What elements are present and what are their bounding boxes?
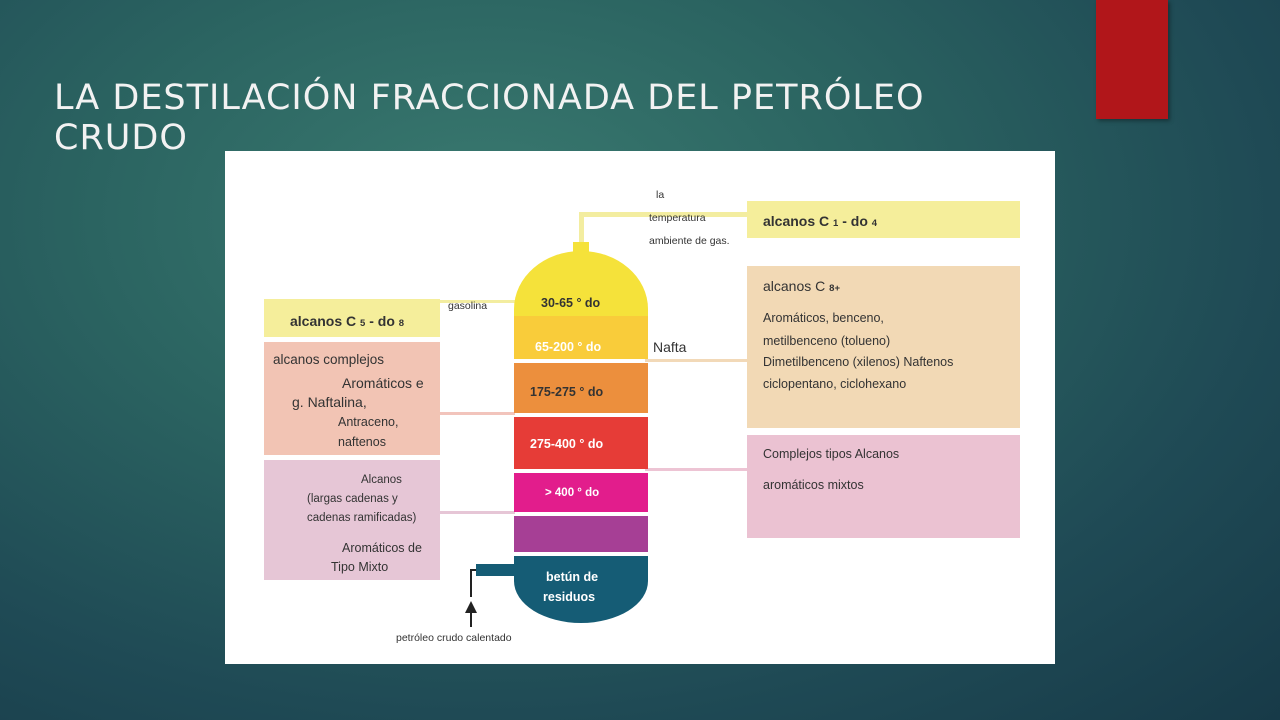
gasolina-label: gasolina <box>448 300 488 312</box>
band-label-2: 65-200 ° do <box>535 340 602 354</box>
left-mid-line-4: Antraceno, <box>338 415 399 429</box>
left-bottom-connector <box>440 511 515 514</box>
left-bottom-box <box>264 460 440 580</box>
right-mid-line-2: metilbenceno (tolueno) <box>763 334 891 348</box>
band-label-1: 30-65 ° do <box>541 296 601 310</box>
left-top-sub2: 8 <box>398 318 405 329</box>
inlet-label: petróleo crudo calentado <box>396 632 512 644</box>
accent-bar <box>1096 0 1168 119</box>
right-top-sub2: 4 <box>871 218 878 229</box>
gasolina-connector <box>440 300 515 303</box>
inlet-arrow <box>465 601 477 613</box>
right-top-sub1: 1 <box>833 218 839 229</box>
left-bottom-line-2: (largas cadenas y <box>307 493 398 505</box>
top-note-line-1: la <box>656 189 665 201</box>
column-band-7 <box>514 556 648 623</box>
right-bottom-line-1: Complejos tipos Alcanos <box>763 447 900 461</box>
top-note-line-2: temperatura <box>649 212 706 224</box>
band-label-3: 175-275 ° do <box>530 385 604 399</box>
slide-title-line-2: CRUDO <box>54 118 188 158</box>
left-bottom-line-3: cadenas ramificadas) <box>307 512 417 524</box>
right-top-main: alcanos C <box>763 213 830 229</box>
right-bottom-connector <box>645 468 747 471</box>
band-label-7-line-1: betún de <box>546 570 599 584</box>
column-band-2 <box>514 316 648 359</box>
band-label-5: > 400 ° do <box>545 487 600 499</box>
right-top-box-text: alcanos C 1 - do 4 <box>763 212 877 233</box>
left-top-mid: - do <box>369 313 395 329</box>
left-bottom-line-5: Tipo Mixto <box>331 560 389 574</box>
column-band-4 <box>514 417 648 469</box>
band-label-4: 275-400 ° do <box>530 437 604 451</box>
right-top-mid: - do <box>842 213 868 229</box>
slide-title: LA DESTILACIÓN FRACCIONADA DEL PETRÓLEO … <box>54 78 1054 158</box>
right-bottom-box <box>747 435 1020 538</box>
column-band-6 <box>514 516 648 552</box>
top-note-line-3: ambiente de gas. <box>649 235 730 247</box>
left-mid-line-2: Aromáticos e <box>342 375 424 391</box>
right-mid-heading: alcanos C 8+ <box>763 277 840 298</box>
left-top-box <box>264 299 440 337</box>
left-mid-connector <box>440 412 515 415</box>
left-bottom-line-1: Alcanos <box>361 474 402 486</box>
distillation-column-graphic <box>264 201 1020 627</box>
left-mid-line-1: alcanos complejos <box>273 352 385 367</box>
left-mid-line-5: naftenos <box>338 435 386 449</box>
right-mid-box <box>747 266 1020 428</box>
column-band-3 <box>514 363 648 413</box>
nafta-label: Nafta <box>653 339 687 355</box>
left-mid-box <box>264 342 440 455</box>
right-top-box <box>747 201 1020 238</box>
left-top-box-text: alcanos C 5 - do 8 <box>290 312 404 333</box>
right-bottom-line-2: aromáticos mixtos <box>763 478 864 492</box>
right-mid-main: alcanos C <box>763 278 826 294</box>
inlet-arrow-stem <box>470 613 472 627</box>
band-label-7-line-2: residuos <box>543 590 596 604</box>
right-mid-line-4: ciclopentano, ciclohexano <box>763 377 907 391</box>
right-mid-line-1: Aromáticos, benceno, <box>763 311 884 325</box>
left-mid-line-3: g. Naftalina, <box>292 394 367 410</box>
left-top-sub1: 5 <box>360 318 366 329</box>
column-band-1 <box>514 251 648 316</box>
gas-pipe-horizontal <box>579 212 749 217</box>
right-mid-sub: 8+ <box>829 283 840 294</box>
slide-title-line-1: LA DESTILACIÓN FRACCIONADA DEL PETRÓLEO <box>54 78 925 118</box>
column-top-pipe <box>573 242 589 262</box>
nafta-connector <box>645 359 747 362</box>
diagram-panel: la temperatura ambiente de gas. 30-65 ° … <box>225 151 1055 664</box>
left-bottom-line-4: Aromáticos de <box>342 541 422 555</box>
right-mid-line-3: Dimetilbenceno (xilenos) Naftenos <box>763 355 954 369</box>
left-top-main: alcanos C <box>290 313 357 329</box>
inlet-pipe-end <box>476 564 514 576</box>
column-band-5 <box>514 473 648 512</box>
column-top-neck <box>565 258 597 262</box>
gas-pipe-vertical <box>579 212 584 262</box>
